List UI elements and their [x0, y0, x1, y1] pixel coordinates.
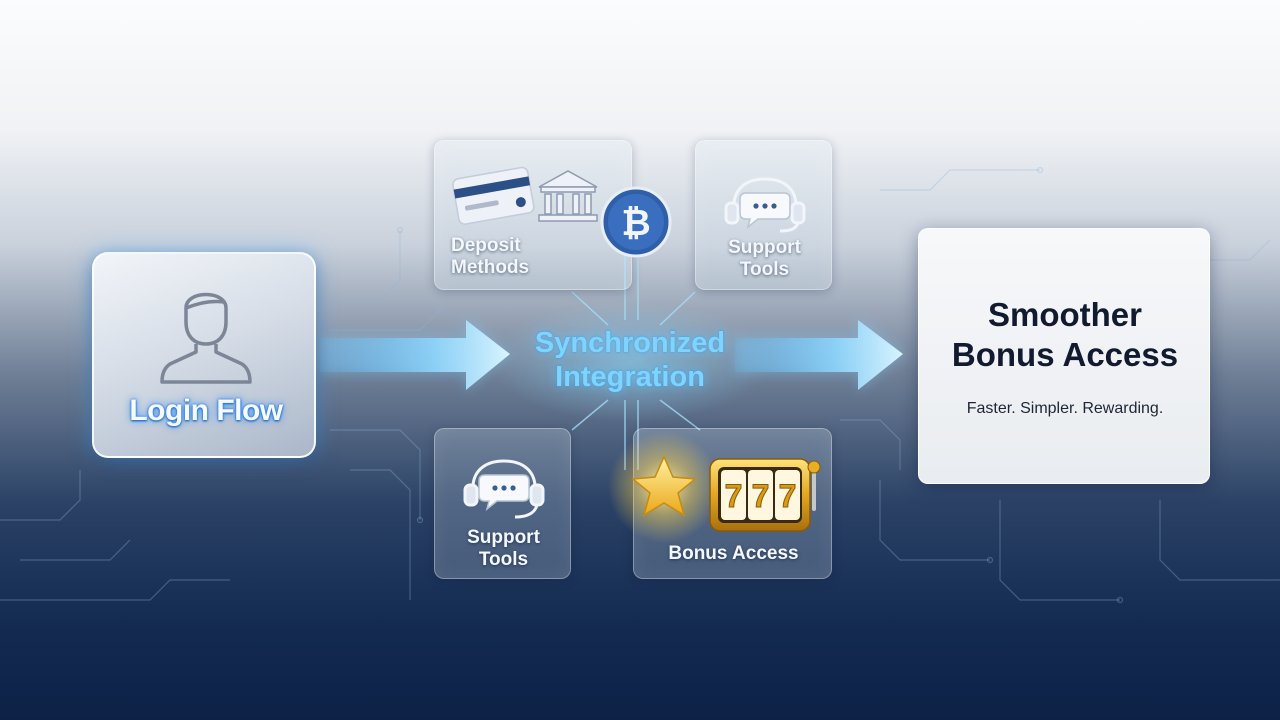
center-label-line1: Synchronized — [534, 327, 726, 359]
circuit-traces-left — [0, 226, 444, 601]
login-flow-card: Login Flow — [92, 252, 316, 458]
deposit-methods-label: Deposit Methods — [451, 235, 591, 279]
arrow-left — [320, 318, 512, 392]
bonus-access-card: 7 7 7 Bonus Access — [608, 428, 832, 579]
circuit-traces-right — [840, 166, 1280, 604]
support-bottom-line1: Support — [467, 527, 540, 548]
bitcoin-icon: ₿ — [600, 186, 672, 258]
result-subtitle: Faster. Simpler. Rewarding. — [966, 400, 1164, 417]
result-title-line1: Smoother — [987, 296, 1142, 333]
svg-text:₿: ₿ — [621, 203, 650, 244]
reel-2: 7 — [752, 478, 770, 514]
bank-icon — [538, 170, 598, 222]
headset-icon — [724, 177, 806, 233]
support-tools-label-top: Support Tools — [696, 237, 833, 281]
login-flow-label: Login Flow — [129, 394, 283, 427]
bonus-access-label: Bonus Access — [668, 543, 799, 564]
smoother-bonus-access-card: Smoother Bonus Access Faster. Simpler. R… — [918, 228, 1210, 484]
support-tools-label-bottom: Support Tools — [435, 527, 572, 571]
slot-machine-icon: 7 7 7 — [709, 458, 821, 532]
reel-3: 7 — [779, 478, 797, 514]
result-title-line2: Bonus Access — [951, 336, 1179, 373]
support-tools-card-top: Support Tools — [695, 140, 832, 290]
headset-icon — [463, 459, 545, 519]
result-title: Smoother Bonus Access — [919, 295, 1211, 375]
support-top-line1: Support — [728, 237, 801, 258]
reel-1: 7 — [725, 478, 743, 514]
center-label-line2: Integration — [555, 361, 705, 393]
support-top-line2: Tools — [739, 259, 790, 280]
synchronized-integration-label: Synchronized Integration — [500, 326, 760, 394]
deposit-label-line2: Methods — [451, 257, 530, 278]
center-glow — [490, 302, 770, 422]
credit-card-icon — [452, 166, 535, 225]
support-tools-card-bottom: Support Tools — [434, 428, 571, 579]
deposit-label-line1: Deposit — [451, 235, 521, 256]
arrow-right — [735, 318, 905, 392]
star-icon — [608, 431, 720, 543]
support-bottom-line2: Tools — [478, 549, 529, 570]
deposit-methods-card: ₿ Deposit Methods — [434, 140, 672, 290]
user-icon — [160, 292, 252, 384]
